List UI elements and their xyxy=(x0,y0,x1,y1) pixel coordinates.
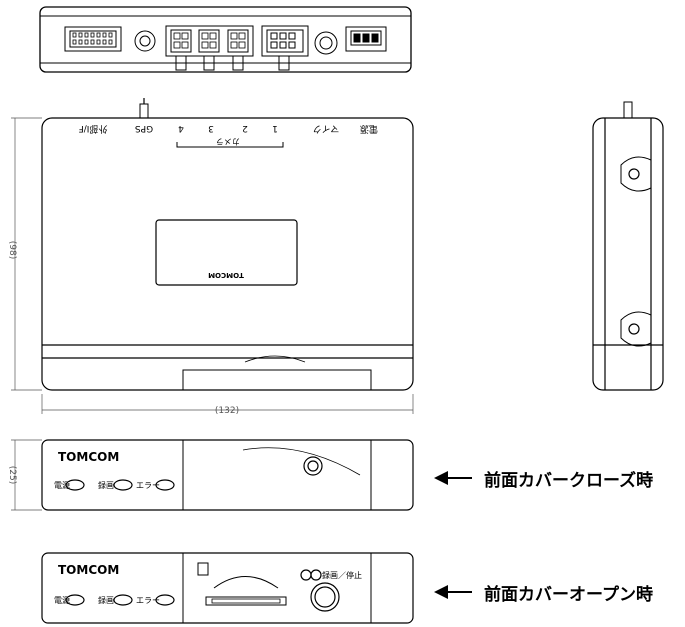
port-label-mic: マイク xyxy=(313,123,340,134)
caption-cover-closed: 前面カバークローズ時 xyxy=(484,471,654,491)
led-label-power: 電源 xyxy=(54,481,70,490)
front-view-open xyxy=(41,552,414,624)
record-stop-button-label: 録画／停止 xyxy=(322,570,362,580)
dimension-depth: (25) xyxy=(7,466,17,484)
mic-jack-icon xyxy=(314,31,338,55)
led-label-record-open: 録画 xyxy=(98,595,114,605)
dimension-lines xyxy=(11,117,414,511)
gps-jack-icon xyxy=(134,30,156,52)
top-view xyxy=(41,98,414,391)
port-label-gps: GPS xyxy=(135,123,153,133)
external-if-connector-icon xyxy=(64,26,122,52)
dimension-height: (98) xyxy=(7,241,17,259)
port-label-cam3: 3 xyxy=(208,123,214,133)
led-label-error-open: エラー xyxy=(136,596,160,605)
rear-view xyxy=(39,6,412,73)
display-brand: TOMCOM xyxy=(208,271,244,279)
port-label-cam4: 4 xyxy=(178,123,184,133)
led-label-record: 録画 xyxy=(98,480,114,490)
front-open-brand: TOMCOM xyxy=(58,563,119,577)
led-label-power-open: 電源 xyxy=(54,596,70,605)
led-label-error: エラー xyxy=(136,481,160,490)
front-closed-brand: TOMCOM xyxy=(58,450,119,464)
arrow-open-icon xyxy=(434,585,472,599)
camera-group-label: カメラ xyxy=(216,137,240,146)
display-window xyxy=(155,219,298,286)
side-view xyxy=(592,101,664,391)
front-view-closed xyxy=(41,439,414,511)
power-connector-icon xyxy=(345,26,387,52)
port-label-cam2: 2 xyxy=(242,123,248,133)
port-label-power: 電源 xyxy=(360,123,378,134)
caption-cover-open: 前面カバーオープン時 xyxy=(484,585,653,605)
port-label-cam1: 1 xyxy=(272,123,278,133)
dimension-width: (132) xyxy=(215,406,239,416)
port-label-external-if: 外部I/F xyxy=(79,123,108,135)
arrow-closed-icon xyxy=(434,471,472,485)
camera-connectors-icon xyxy=(165,25,309,71)
